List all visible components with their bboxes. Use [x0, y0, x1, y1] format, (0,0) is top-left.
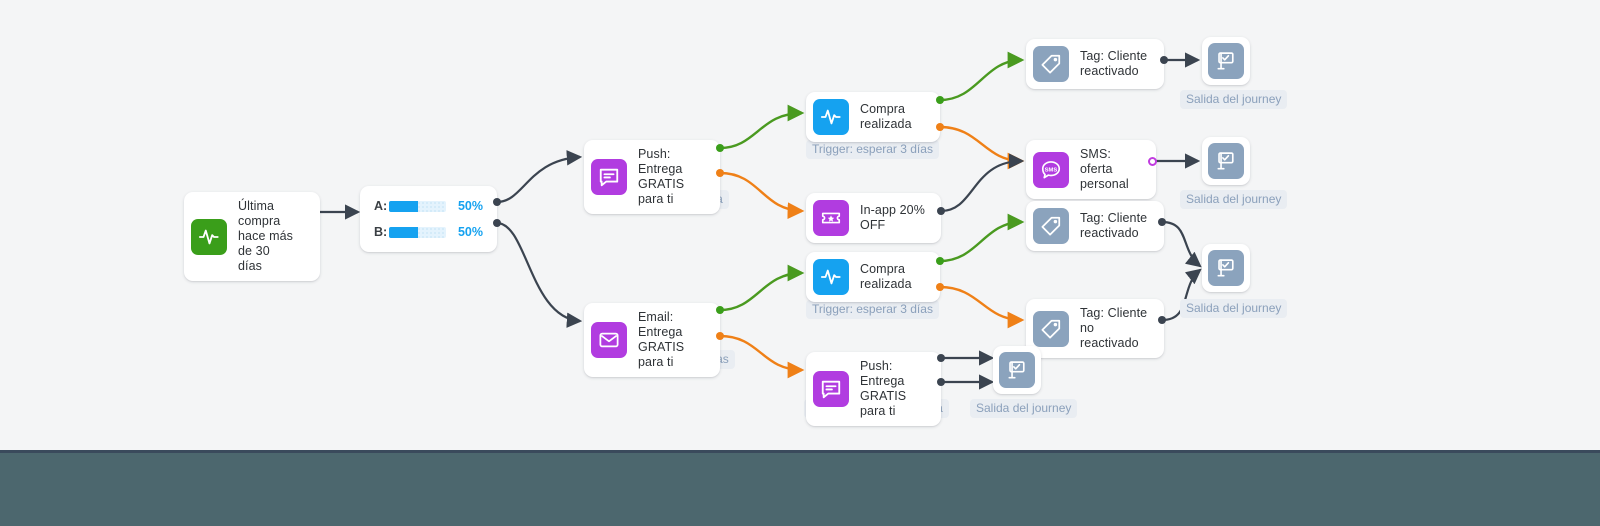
ab-variant-row[interactable]: A: 50%: [374, 196, 483, 216]
connector-dot-purchase-b-no[interactable]: [936, 283, 944, 291]
variant-label-b: B:: [374, 225, 388, 239]
email-icon: [591, 322, 627, 358]
variant-bar-a: [389, 200, 446, 212]
connector-dot-purchase-b-yes[interactable]: [936, 257, 944, 265]
node-title: Tag: Cliente reactivado: [1080, 211, 1148, 240]
node-purchase-a[interactable]: Compra realizada: [806, 92, 940, 142]
connector-dot-tag-noreact-out[interactable]: [1158, 316, 1166, 324]
connector-dot-tag-react-b-out[interactable]: [1158, 218, 1166, 226]
variant-percent-b: 50%: [457, 225, 483, 239]
node-title: Push: Entrega GRATIS para ti: [860, 359, 907, 418]
flag-check-icon: [1208, 143, 1244, 179]
tag-icon: [1033, 46, 1069, 82]
node-purchase-b[interactable]: Compra realizada: [806, 252, 940, 302]
node-exit-4[interactable]: [993, 346, 1041, 394]
node-ab-split[interactable]: A: 50% B: 50%: [360, 186, 497, 252]
caption-exit-2: Salida del journey: [1180, 190, 1288, 209]
node-start-trigger[interactable]: Última compra hace más de 30 días: [184, 192, 320, 281]
pulse-icon: [813, 259, 849, 295]
connector-dot-sms-out[interactable]: [1148, 157, 1157, 166]
connector-dot-push-a-fallback[interactable]: [716, 169, 724, 177]
svg-text:SMS: SMS: [1045, 167, 1058, 173]
flag-check-icon: [999, 352, 1035, 388]
flag-check-icon: [1208, 43, 1244, 79]
node-email[interactable]: Email: Entrega GRATIS para ti: [584, 303, 720, 377]
node-title: Compra realizada: [860, 102, 912, 131]
node-inapp-offer[interactable]: In-app 20% OFF: [806, 193, 941, 243]
push-icon: [591, 159, 627, 195]
pulse-icon: [191, 218, 227, 255]
node-title: Email: Entrega GRATIS para ti: [638, 310, 685, 369]
footer-bar: [0, 450, 1600, 526]
variant-bar-b: [389, 226, 446, 238]
connector-dot-purchase-a-no[interactable]: [936, 123, 944, 131]
node-title: Tag: Cliente reactivado: [1080, 49, 1148, 78]
tag-icon: [1033, 208, 1069, 244]
tag-icon: [1033, 310, 1069, 347]
sms-icon: SMS: [1033, 151, 1069, 188]
variant-label-a: A:: [374, 199, 388, 213]
node-title: In-app 20% OFF: [860, 203, 925, 232]
flag-check-icon: [1208, 250, 1244, 286]
journey-canvas[interactable]: Última compra hace más de 30 días Empeza…: [0, 0, 1600, 450]
connector-dot-purchase-a-yes[interactable]: [936, 96, 944, 104]
node-push-b[interactable]: Push: Entrega GRATIS para ti: [806, 352, 941, 426]
connector-dot-split-a[interactable]: [493, 198, 501, 206]
connector-dot-email-noopen[interactable]: [716, 332, 724, 340]
node-exit-3[interactable]: [1202, 244, 1250, 292]
node-title: Push: Entrega GRATIS para ti: [638, 147, 685, 206]
connector-dot-split-b[interactable]: [493, 219, 501, 227]
node-title: Tag: Cliente no reactivado: [1080, 306, 1148, 350]
caption-exit-4: Salida del journey: [970, 399, 1078, 418]
connector-dot-push-b-out-1[interactable]: [937, 354, 945, 362]
ticket-icon: [813, 200, 849, 236]
node-tag-reactivado-a[interactable]: Tag: Cliente reactivado: [1026, 39, 1164, 89]
variant-percent-a: 50%: [457, 199, 483, 213]
caption-exit-1: Salida del journey: [1180, 90, 1288, 109]
connector-dot-push-b-out-2[interactable]: [937, 378, 945, 386]
node-title: SMS: oferta personal: [1080, 147, 1129, 191]
caption-purchase-b-trigger: Trigger: esperar 3 días: [806, 300, 939, 319]
node-sms-offer[interactable]: SMS SMS: oferta personal: [1026, 140, 1156, 199]
ab-variant-row[interactable]: B: 50%: [374, 222, 483, 242]
connector-dot-push-a-success[interactable]: [716, 144, 724, 152]
node-exit-1[interactable]: [1202, 37, 1250, 85]
node-exit-2[interactable]: [1202, 137, 1250, 185]
caption-exit-3: Salida del journey: [1180, 299, 1288, 318]
node-tag-reactivado-b[interactable]: Tag: Cliente reactivado: [1026, 201, 1164, 251]
node-push-a[interactable]: Push: Entrega GRATIS para ti: [584, 140, 720, 214]
connector-dot-email-open[interactable]: [716, 306, 724, 314]
node-title: Última compra hace más de 30 días: [238, 199, 293, 273]
node-title: Compra realizada: [860, 262, 912, 291]
push-icon: [813, 371, 849, 407]
pulse-icon: [813, 99, 849, 135]
caption-purchase-a-trigger: Trigger: esperar 3 días: [806, 140, 939, 159]
node-tag-no-reactivado[interactable]: Tag: Cliente no reactivado: [1026, 299, 1164, 358]
connector-dot-inapp-out[interactable]: [937, 207, 945, 215]
connector-dot-tag-react-a-out[interactable]: [1160, 56, 1168, 64]
